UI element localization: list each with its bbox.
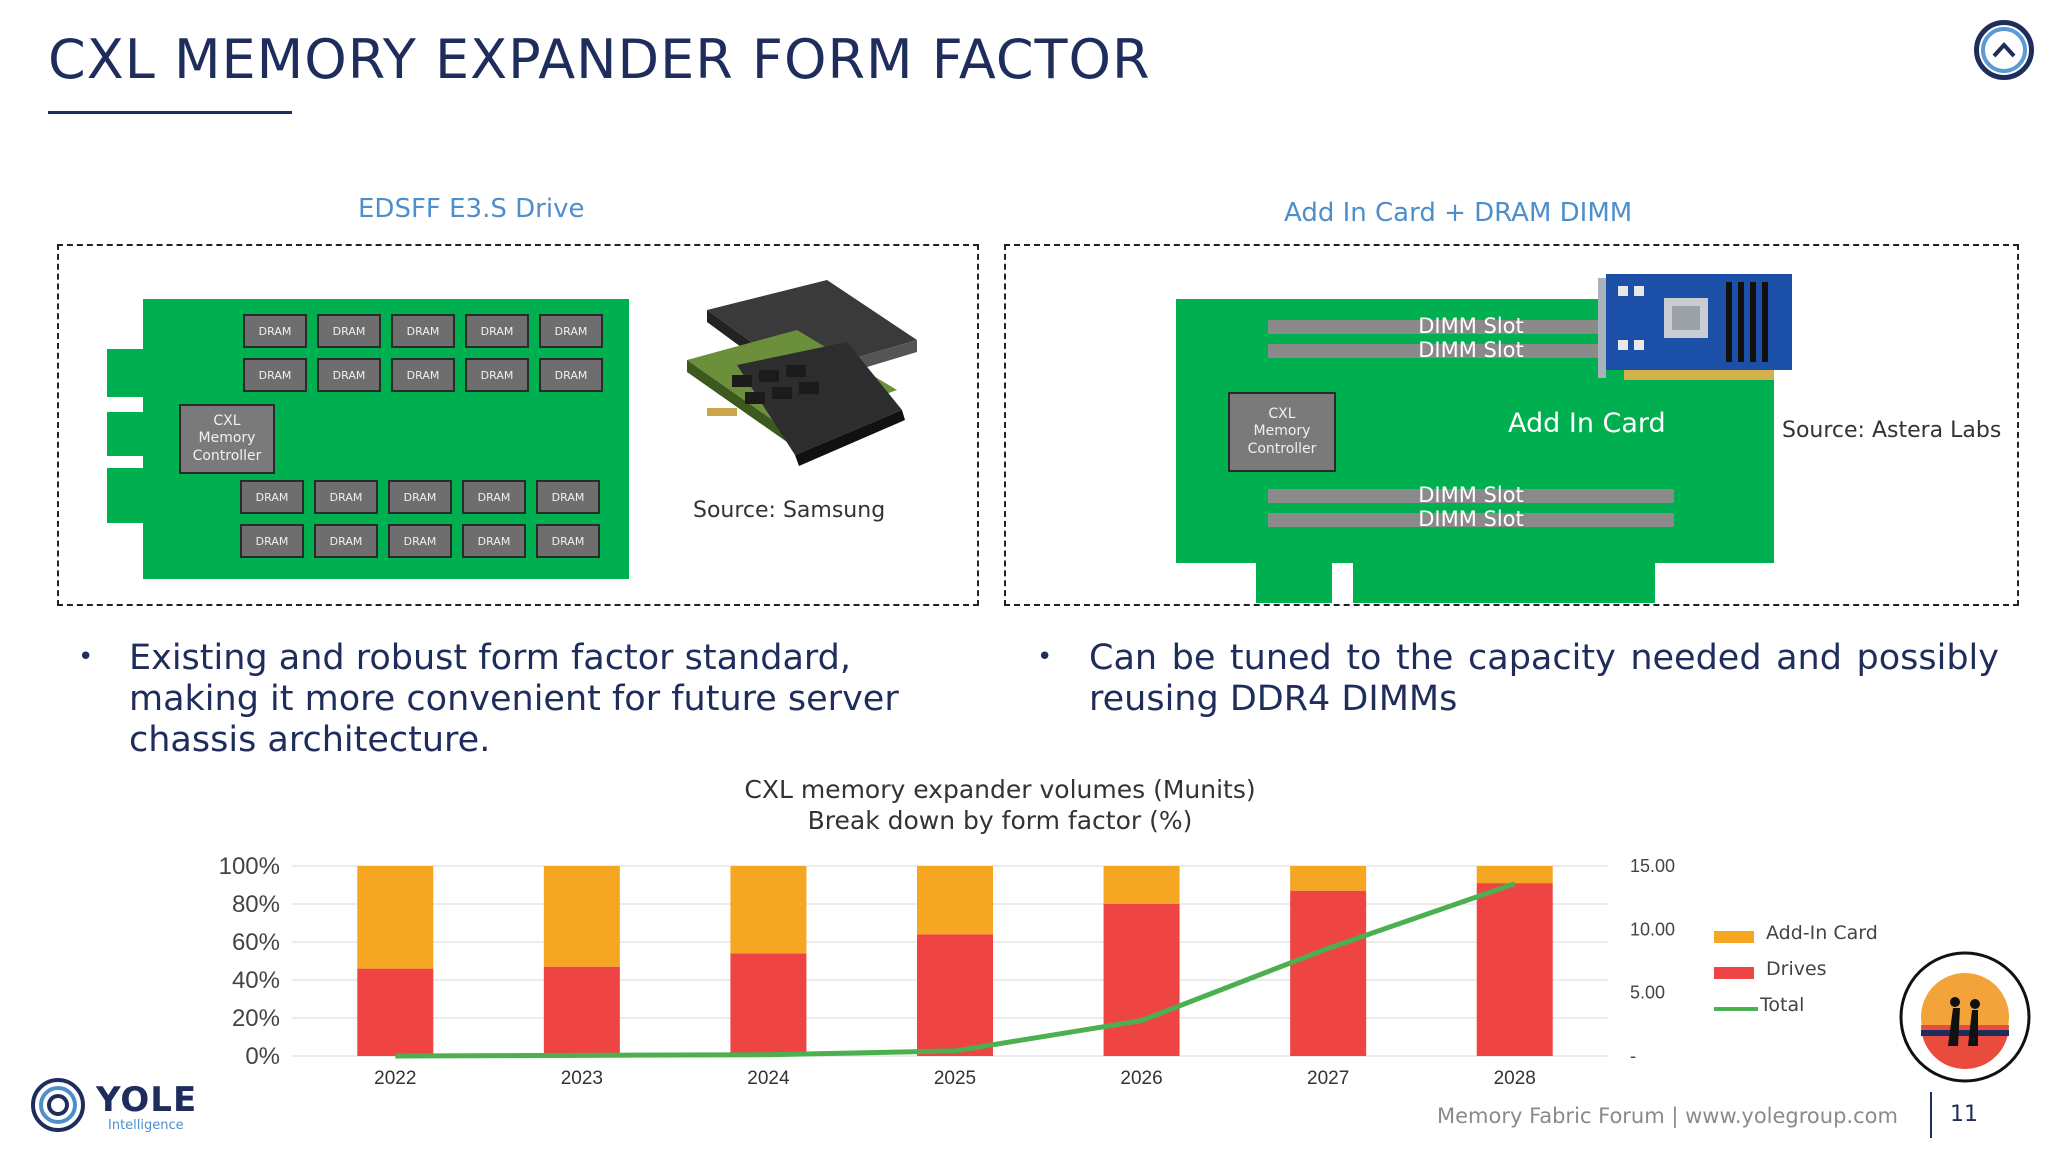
y-right-tick-label: 5.00 <box>1630 983 1665 1003</box>
cxl-memory-controller: CXL Memory Controller <box>179 404 275 474</box>
astera-card-image <box>1598 274 1792 380</box>
dimm-slot-label: DIMM Slot <box>1418 338 1524 362</box>
bar-add-in-card <box>543 866 620 967</box>
dram-chip: DRAM <box>536 480 600 514</box>
bar-add-in-card <box>1290 866 1367 891</box>
y-right-tick-label: - <box>1630 1046 1636 1066</box>
bar-add-in-card <box>730 866 807 954</box>
y-left-tick-label: 60% <box>232 929 280 956</box>
yole-brand-name: YOLE <box>96 1080 198 1120</box>
y-left-tick-label: 80% <box>232 891 280 918</box>
memory-fabric-forum-badge <box>1898 950 2032 1084</box>
samsung-drive-image <box>687 280 917 466</box>
x-tick-label: 2023 <box>561 1068 603 1089</box>
dram-chip: DRAM <box>317 358 381 392</box>
dram-chip: DRAM <box>391 314 455 348</box>
legend-swatch <box>1714 967 1754 979</box>
bar-add-in-card <box>917 866 993 935</box>
add-in-card-connector <box>1353 563 1655 603</box>
y-right-tick-label: 15.00 <box>1630 856 1675 876</box>
dram-chip: DRAM <box>539 314 603 348</box>
bar-drives <box>543 966 620 1056</box>
add-in-card-connector <box>1256 563 1332 603</box>
add-in-card-label: Add In Card <box>1508 408 1666 439</box>
y-left-tick-label: 20% <box>232 1005 280 1032</box>
legend-line-swatch <box>1714 1007 1758 1011</box>
y-right-tick-label: 10.00 <box>1630 919 1675 939</box>
dram-chip: DRAM <box>388 524 452 558</box>
dram-chip: DRAM <box>243 314 307 348</box>
bar-drives <box>1290 890 1367 1056</box>
left-panel: DRAM DRAM DRAM DRAM DRAM DRAM DRAM DRAM DRAM DRAM… <box>57 244 979 606</box>
left-bullet-text: Existing and robust form factor standard… <box>129 638 899 760</box>
chart-title-line1: CXL memory expander volumes (Munits) <box>744 775 1256 804</box>
bar-drives <box>730 953 807 1056</box>
x-tick-label: 2022 <box>374 1068 416 1089</box>
dram-chip: DRAM <box>465 358 529 392</box>
y-left-tick-label: 100% <box>219 853 280 880</box>
legend-swatch <box>1714 931 1754 943</box>
footer-divider <box>1930 1092 1932 1138</box>
astera-source-label: Source: Astera Labs <box>1782 418 2002 443</box>
dimm-slot-label: DIMM Slot <box>1418 314 1524 338</box>
bar-add-in-card <box>1476 866 1553 884</box>
bar-drives <box>917 934 993 1056</box>
yole-brand-sub: Intelligence <box>108 1118 184 1133</box>
x-tick-label: 2028 <box>1494 1068 1536 1089</box>
bar-drives <box>357 968 434 1056</box>
x-tick-label: 2024 <box>747 1068 790 1089</box>
cxl-memory-controller: CXL Memory Controller <box>1228 392 1336 472</box>
dram-chip: DRAM <box>462 480 526 514</box>
yole-emblem-icon <box>1974 20 2034 80</box>
dram-chip: DRAM <box>462 524 526 558</box>
edsff-connector-tab <box>107 349 147 397</box>
dram-chip: DRAM <box>240 524 304 558</box>
x-tick-label: 2025 <box>934 1068 976 1089</box>
dram-chip: DRAM <box>391 358 455 392</box>
bullet-dot-icon: • <box>78 642 94 672</box>
dram-chip: DRAM <box>536 524 600 558</box>
dram-chip: DRAM <box>240 480 304 514</box>
x-tick-label: 2026 <box>1120 1068 1162 1089</box>
dram-chip: DRAM <box>388 480 452 514</box>
right-panel-title: Add In Card + DRAM DIMM <box>1284 198 1633 228</box>
dram-chip: DRAM <box>243 358 307 392</box>
title-underline <box>48 111 292 114</box>
y-left-tick-label: 40% <box>232 967 280 994</box>
x-tick-label: 2027 <box>1307 1068 1349 1089</box>
dimm-slot <box>1268 513 1674 527</box>
dram-chip: DRAM <box>317 314 381 348</box>
bar-add-in-card <box>357 866 434 969</box>
samsung-source-label: Source: Samsung <box>693 498 886 523</box>
page-number: 11 <box>1950 1102 1978 1127</box>
chart-title: CXL memory expander volumes (Munits) Bre… <box>744 774 1593 836</box>
footer-text: Memory Fabric Forum | www.yolegroup.com <box>1437 1104 1898 1128</box>
dram-chip: DRAM <box>539 358 603 392</box>
bar-drives <box>1476 883 1553 1056</box>
slide-title: CXL MEMORY EXPANDER FORM FACTOR <box>48 28 1151 91</box>
dimm-slot <box>1268 344 1674 358</box>
volume-chart: 0% 20% 40% 60% 80% 100% - 5.00 10.00 15.00 2022 202… <box>219 853 1675 1089</box>
dimm-slot <box>1268 489 1674 503</box>
edsff-connector-tab <box>107 412 147 456</box>
left-panel-title: EDSFF E3.S Drive <box>358 194 585 224</box>
dimm-slot-label: DIMM Slot <box>1418 483 1524 507</box>
bullet-dot-icon: • <box>1037 642 1053 672</box>
y-left-tick-label: 0% <box>245 1043 280 1070</box>
bar-drives <box>1103 904 1180 1056</box>
dram-chip: DRAM <box>465 314 529 348</box>
bar-add-in-card <box>1103 866 1180 904</box>
right-bullet-text: Can be tuned to the capacity needed and … <box>1089 638 1999 719</box>
yole-logo-icon <box>30 1077 86 1133</box>
dram-chip: DRAM <box>314 480 378 514</box>
right-panel: DIMM Slot DIMM Slot DIMM Slot DIMM Slot … <box>1004 244 2019 606</box>
dimm-slot-label: DIMM Slot <box>1418 507 1524 531</box>
edsff-connector-tab <box>107 468 147 523</box>
dimm-slot <box>1268 320 1674 334</box>
dram-chip: DRAM <box>314 524 378 558</box>
chart-title-line2: Break down by form factor (%) <box>807 806 1193 835</box>
